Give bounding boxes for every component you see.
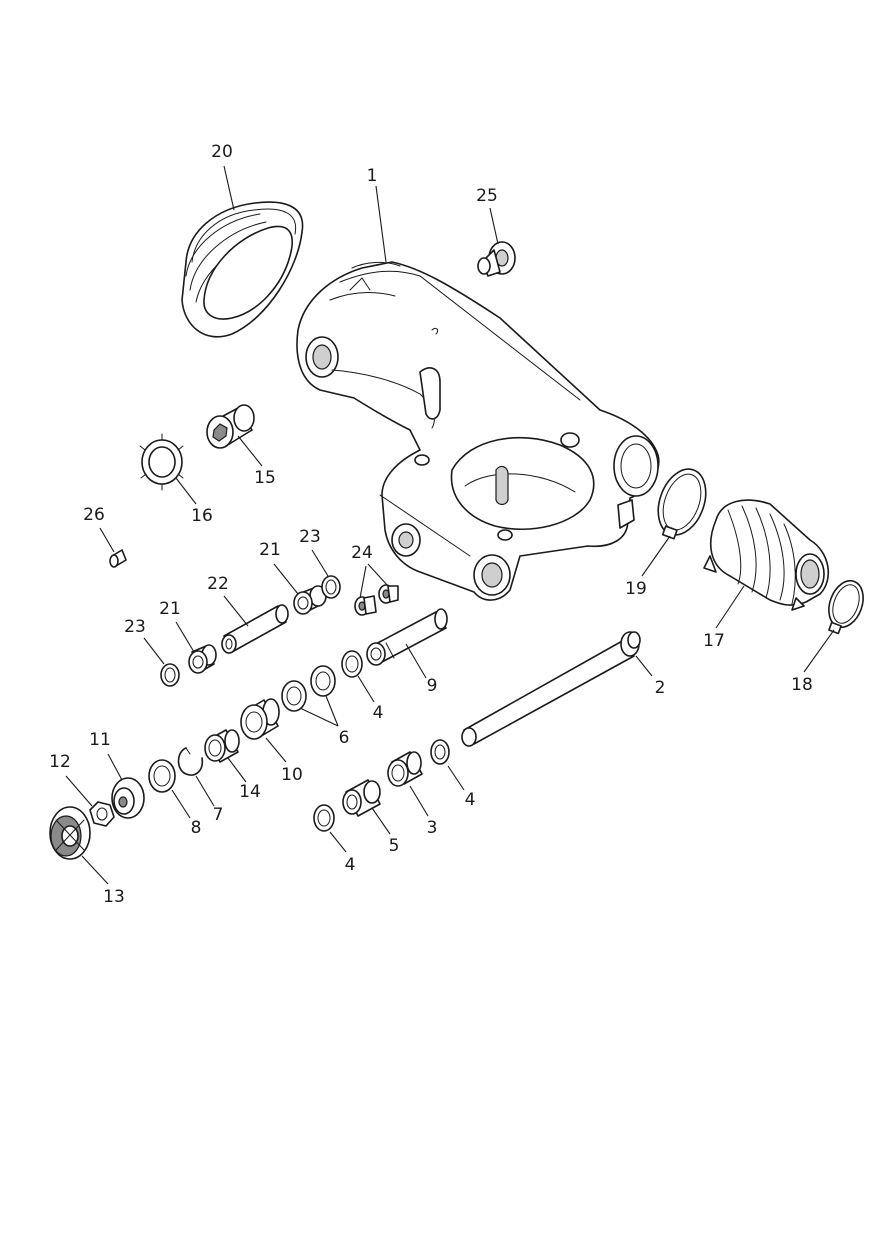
part-21-bush-upper bbox=[293, 585, 327, 615]
part-19-clip bbox=[657, 468, 707, 540]
part-15-bush bbox=[206, 404, 255, 449]
part-23-seal-lower bbox=[160, 663, 180, 687]
callout-14: 14 bbox=[239, 782, 261, 802]
leader-lines bbox=[65, 165, 835, 885]
callout-26: 26 bbox=[83, 505, 105, 525]
callout-1: 1 bbox=[367, 166, 378, 186]
callout-13: 13 bbox=[103, 887, 125, 907]
callout-16: 16 bbox=[191, 506, 213, 526]
callout-7: 7 bbox=[213, 805, 224, 825]
part-16-lock-ring bbox=[139, 433, 184, 491]
part-7-circlip bbox=[177, 747, 204, 776]
part-21-bush-lower bbox=[188, 644, 217, 674]
part-13-cap bbox=[49, 806, 91, 860]
callout-12: 12 bbox=[49, 752, 71, 772]
callout-3: 3 bbox=[427, 818, 438, 838]
callout-8: 8 bbox=[191, 818, 202, 838]
callout-24: 24 bbox=[351, 543, 373, 563]
part-4-washer-right bbox=[430, 739, 450, 765]
callout-23-upper: 23 bbox=[299, 527, 321, 547]
part-9-spacer bbox=[366, 608, 448, 666]
callout-18: 18 bbox=[791, 675, 813, 695]
part-12-nut bbox=[89, 801, 115, 827]
callout-15: 15 bbox=[254, 468, 276, 488]
callout-10: 10 bbox=[281, 765, 303, 785]
callout-21-lower: 21 bbox=[159, 599, 181, 619]
part-23-seal-upper bbox=[321, 575, 341, 599]
callout-22: 22 bbox=[207, 574, 229, 594]
part-20-seal bbox=[181, 201, 304, 338]
callout-23-lower: 23 bbox=[124, 617, 146, 637]
part-26-screw bbox=[109, 549, 127, 568]
callout-17: 17 bbox=[703, 631, 725, 651]
callout-4-upper: 4 bbox=[373, 703, 384, 723]
part-10-bush bbox=[240, 698, 280, 740]
part-14-bush bbox=[204, 729, 240, 763]
callout-25: 25 bbox=[476, 186, 498, 206]
callout-20: 20 bbox=[211, 142, 233, 162]
part-6-bearings bbox=[281, 665, 336, 712]
callout-19: 19 bbox=[625, 579, 647, 599]
part-4-washer-lower bbox=[313, 804, 335, 832]
callout-21-upper: 21 bbox=[259, 540, 281, 560]
part-25-plug bbox=[477, 241, 516, 277]
part-11-cover bbox=[111, 777, 145, 819]
part-18-clip bbox=[828, 579, 864, 635]
callout-11: 11 bbox=[89, 730, 111, 750]
part-22-tube bbox=[221, 604, 289, 654]
part-5-bush bbox=[342, 779, 381, 817]
part-24-nipples bbox=[354, 584, 399, 616]
part-2-spindle bbox=[461, 631, 641, 747]
part-4-washer-upper bbox=[341, 650, 363, 678]
callout-2: 2 bbox=[655, 678, 666, 698]
part-8-washer bbox=[148, 759, 176, 793]
callout-4-lower: 4 bbox=[345, 855, 356, 875]
part-3-bush bbox=[387, 751, 423, 787]
callout-6: 6 bbox=[339, 728, 350, 748]
callout-5: 5 bbox=[389, 836, 400, 856]
callout-9: 9 bbox=[427, 676, 438, 696]
callout-4-right: 4 bbox=[465, 790, 476, 810]
part-1-swingarm bbox=[296, 261, 660, 601]
part-17-gaiter bbox=[703, 499, 829, 611]
callout-labels: 1 2 3 4 4 4 5 6 7 8 9 10 11 12 13 14 15 … bbox=[49, 142, 813, 907]
